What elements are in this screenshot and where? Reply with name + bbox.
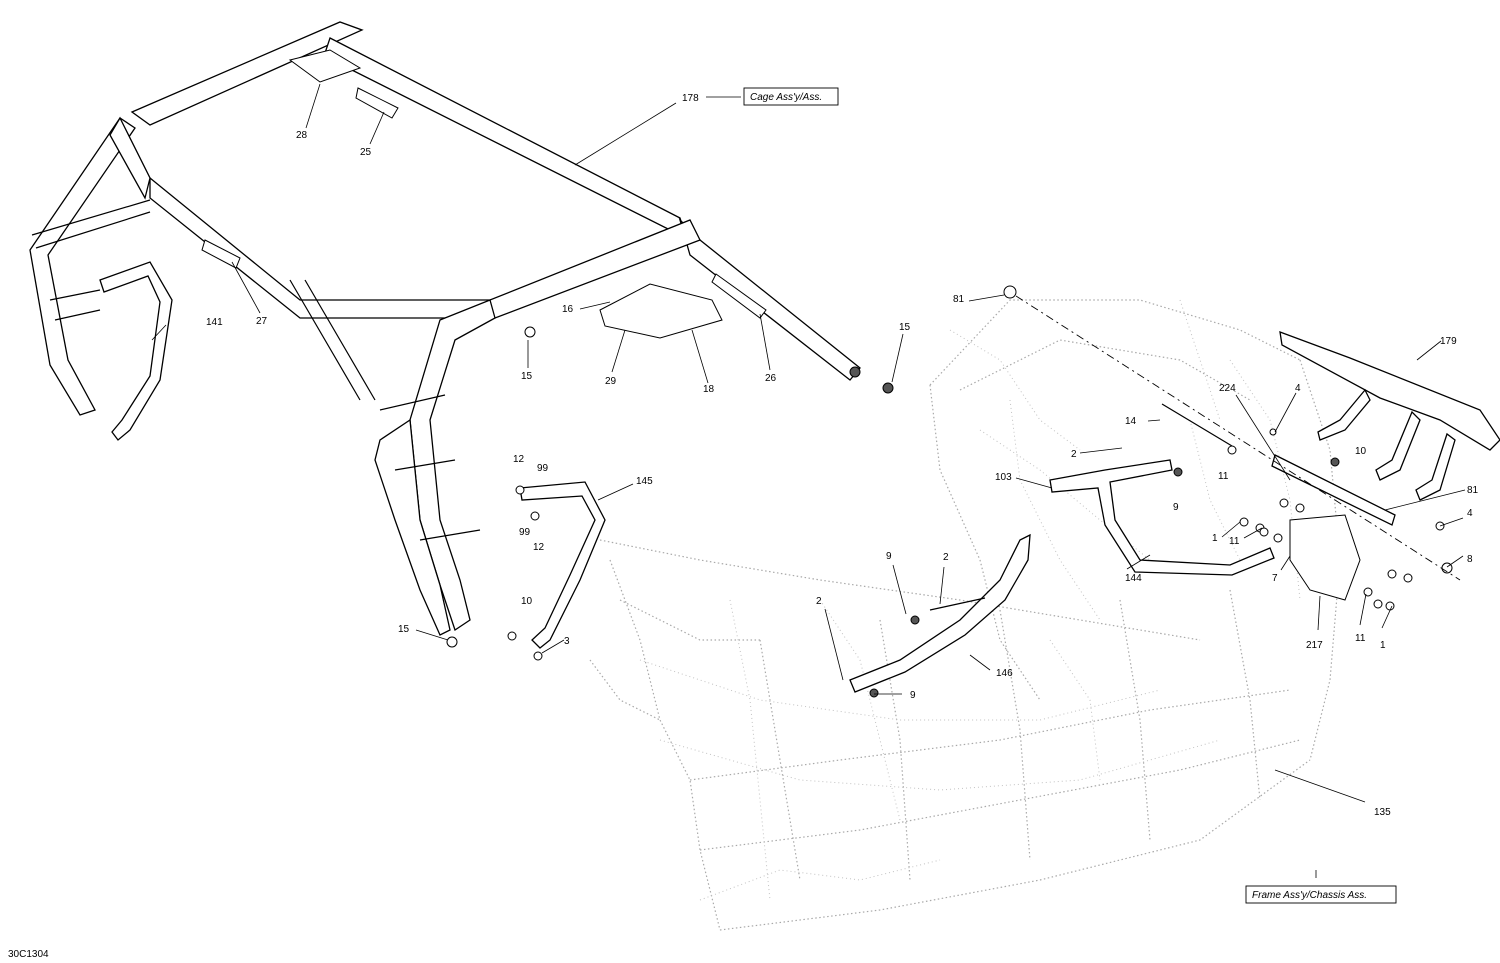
callout-81-a: 81 xyxy=(953,294,965,305)
callout-8: 8 xyxy=(1467,554,1473,565)
callout-1-a: 1 xyxy=(1212,533,1218,544)
callout-4-b: 4 xyxy=(1467,508,1473,519)
callout-103: 103 xyxy=(995,472,1012,483)
callout-178: 178 xyxy=(682,93,699,104)
callout-16: 16 xyxy=(562,304,574,315)
callout-29: 29 xyxy=(605,376,617,387)
callout-9-b: 9 xyxy=(886,551,892,562)
callout-2-b: 2 xyxy=(943,552,949,563)
callout-141: 141 xyxy=(206,317,223,328)
callout-10-b: 10 xyxy=(1355,446,1367,457)
callout-12-b: 12 xyxy=(533,542,545,553)
callout-2-a: 2 xyxy=(1071,449,1077,460)
callout-179: 179 xyxy=(1440,336,1457,347)
callout-26: 26 xyxy=(765,373,777,384)
callout-2-c: 2 xyxy=(816,596,822,607)
cage-assembly-label: Cage Ass'y/Ass. xyxy=(750,92,822,103)
callout-11-a: 11 xyxy=(1218,471,1229,482)
callout-28: 28 xyxy=(296,130,308,141)
cage-assembly xyxy=(29,21,861,649)
callout-135: 135 xyxy=(1374,807,1391,818)
leader-lines xyxy=(151,83,1466,878)
callout-217: 217 xyxy=(1306,640,1323,651)
callout-99-a: 99 xyxy=(537,463,549,474)
callout-11-c: 11 xyxy=(1355,633,1366,644)
callout-146: 146 xyxy=(996,668,1013,679)
diagram-code: 30C1304 xyxy=(8,949,49,960)
reference-line xyxy=(1015,295,1461,581)
callout-27: 27 xyxy=(256,316,268,327)
callout-224: 224 xyxy=(1219,383,1236,394)
callout-11-b: 11 xyxy=(1229,536,1240,547)
callout-4-a: 4 xyxy=(1295,383,1301,394)
callout-14: 14 xyxy=(1125,416,1137,427)
callouts: 178 28 25 27 141 16 29 18 26 15 15 15 12… xyxy=(8,93,1479,960)
callout-15-c: 15 xyxy=(398,624,410,635)
callout-10-a: 10 xyxy=(521,596,533,607)
callout-9-a: 9 xyxy=(1173,502,1179,513)
callout-144: 144 xyxy=(1125,573,1142,584)
callout-18: 18 xyxy=(703,384,715,395)
callout-99-b: 99 xyxy=(519,527,531,538)
callout-25: 25 xyxy=(360,147,372,158)
frame-assembly-box: Frame Ass'y/Chassis Ass. xyxy=(1245,885,1397,904)
callout-9-c: 9 xyxy=(910,690,916,701)
cage-assembly-box: Cage Ass'y/Ass. xyxy=(743,87,839,106)
callout-81-b: 81 xyxy=(1467,485,1479,496)
callout-15-a: 15 xyxy=(521,371,533,382)
frame-assembly-label: Frame Ass'y/Chassis Ass. xyxy=(1252,890,1367,901)
callout-7: 7 xyxy=(1272,573,1278,584)
frame-assembly-ghost xyxy=(589,299,1341,931)
callout-12-a: 12 xyxy=(513,454,525,465)
callout-1-b: 1 xyxy=(1380,640,1386,651)
rear-brackets xyxy=(446,285,1500,698)
callout-145: 145 xyxy=(636,476,653,487)
callout-3: 3 xyxy=(564,636,570,647)
callout-15-b: 15 xyxy=(899,322,911,333)
